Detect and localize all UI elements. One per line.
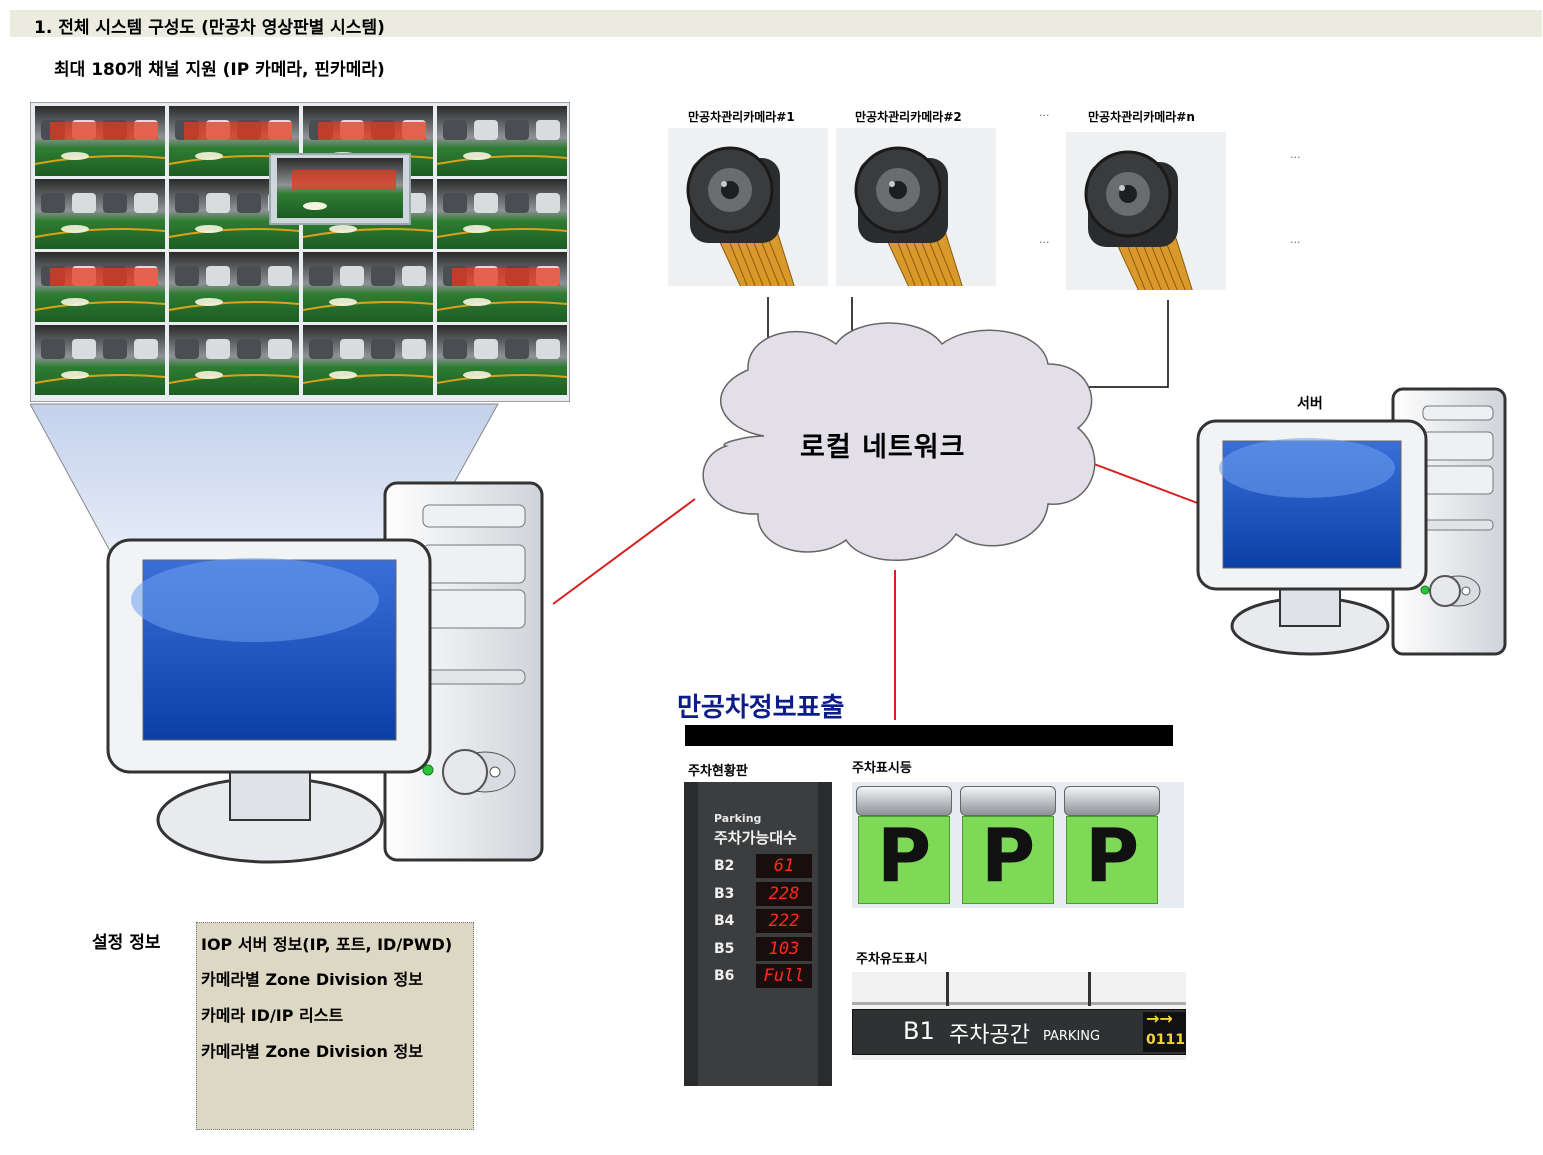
arrow-right-icon: →→ xyxy=(1146,1009,1173,1028)
guide-text-en: PARKING xyxy=(1043,1029,1101,1044)
video-tile xyxy=(436,325,568,395)
display-section-title: 만공차정보표출 xyxy=(677,693,845,723)
subtitle: 최대 180개 채널 지원 (IP 카메라, 핀카메라) xyxy=(54,60,385,80)
parking-lamp: P xyxy=(856,786,952,904)
status-board-row: B3 228 xyxy=(708,881,816,906)
floor-label: B2 xyxy=(714,858,735,874)
client-network-link xyxy=(552,498,696,605)
video-tile xyxy=(436,179,568,249)
status-board-row: B5 103 xyxy=(708,936,816,961)
available-count: 103 xyxy=(756,936,812,961)
video-tile xyxy=(436,252,568,322)
parking-p-letter: P xyxy=(1085,813,1140,899)
floor-label: B5 xyxy=(714,940,735,957)
available-count: 228 xyxy=(756,881,812,906)
occupied-zone-overlay xyxy=(292,170,396,190)
more-ellipsis-2: ... xyxy=(1039,233,1050,246)
camera-video-wall xyxy=(30,102,570,402)
cameran-link xyxy=(1085,300,1169,388)
camera-n-label: 만공차관리카메라#n xyxy=(1088,110,1195,124)
video-tile xyxy=(168,252,300,322)
occupied-zone-overlay xyxy=(452,268,560,286)
floor-label: B4 xyxy=(714,913,735,929)
settings-item: 카메라별 Zone Division 정보 xyxy=(201,970,423,989)
camera-2-image xyxy=(836,128,996,286)
pinhole-camera-icon xyxy=(686,146,795,286)
zoomed-video-tile xyxy=(269,153,411,225)
page-title: 1. 전체 시스템 구성도 (만공차 영상판별 시스템) xyxy=(34,18,385,38)
available-count: 61 xyxy=(756,854,812,878)
video-tile xyxy=(302,325,434,395)
parking-p-letter: P xyxy=(877,813,932,899)
server-network-link xyxy=(1093,463,1201,505)
pinhole-camera-icon xyxy=(1084,150,1193,290)
guide-text: 주차공간 xyxy=(949,1023,1030,1048)
camera-2-label: 만공차관리카메라#2 xyxy=(855,110,962,124)
more-ellipsis-1: ... xyxy=(1290,148,1301,161)
floor-label: B6 xyxy=(714,968,735,984)
video-tile xyxy=(34,179,166,249)
settings-box: IOP 서버 정보(IP, 포트, ID/PWD) 카메라별 Zone Divi… xyxy=(196,922,474,1130)
client-computer xyxy=(106,481,544,864)
settings-item: 카메라 ID/IP 리스트 xyxy=(201,1006,344,1025)
camera-1-image xyxy=(668,128,828,286)
page-header: 1. 전체 시스템 구성도 (만공차 영상판별 시스템) xyxy=(10,10,1542,38)
parking-p-letter: P xyxy=(981,813,1036,899)
video-tile xyxy=(168,325,300,395)
video-tile xyxy=(34,252,166,322)
guide-label: 주차유도표시 xyxy=(856,952,928,967)
guide-count: 0111 xyxy=(1146,1032,1185,1048)
server-label: 서버 xyxy=(1297,396,1323,412)
parking-guide-sign: B1 주차공간 PARKING →→ 0111 xyxy=(852,972,1186,1060)
available-count: 222 xyxy=(756,909,812,933)
display-bar xyxy=(685,725,1173,746)
camera-1-label: 만공차관리카메라#1 xyxy=(688,110,795,124)
status-board-label: 주차현황판 xyxy=(688,764,748,779)
board-header-ko: 주차가능대수 xyxy=(714,829,797,847)
status-board-row: B6 Full xyxy=(708,964,816,988)
video-tile xyxy=(302,252,434,322)
pinhole-camera-icon xyxy=(854,146,963,286)
network-cloud xyxy=(702,322,1096,561)
video-tile xyxy=(436,106,568,176)
occupied-zone-overlay xyxy=(50,122,158,140)
board-header-en: Parking xyxy=(714,812,762,825)
status-board-row: B4 222 xyxy=(708,909,816,933)
camera-n-image xyxy=(1066,132,1226,290)
network-label: 로컬 네트워크 xyxy=(800,432,966,463)
settings-item: IOP 서버 정보(IP, 포트, ID/PWD) xyxy=(201,935,453,954)
occupied-zone-overlay xyxy=(50,268,158,286)
guide-counter: →→ 0111 xyxy=(1143,1009,1185,1052)
guide-floor: B1 xyxy=(903,1017,935,1045)
camera-ellipsis: ... xyxy=(1039,106,1050,119)
status-board-row: B2 61 xyxy=(708,854,816,878)
parking-lamp: P xyxy=(960,786,1056,904)
indicator-label: 주차표시등 xyxy=(852,761,912,776)
video-tile xyxy=(34,325,166,395)
server-computer xyxy=(1196,387,1507,656)
occupied-zone-overlay xyxy=(184,122,292,140)
video-tile xyxy=(34,106,166,176)
settings-item: 카메라별 Zone Division 정보 xyxy=(201,1042,423,1061)
parking-lamp: P xyxy=(1064,786,1160,904)
more-ellipsis-3: ... xyxy=(1290,233,1301,246)
available-count: Full xyxy=(756,964,812,988)
settings-label: 설정 정보 xyxy=(92,933,161,953)
occupied-zone-overlay xyxy=(318,122,426,140)
floor-label: B3 xyxy=(714,885,735,902)
